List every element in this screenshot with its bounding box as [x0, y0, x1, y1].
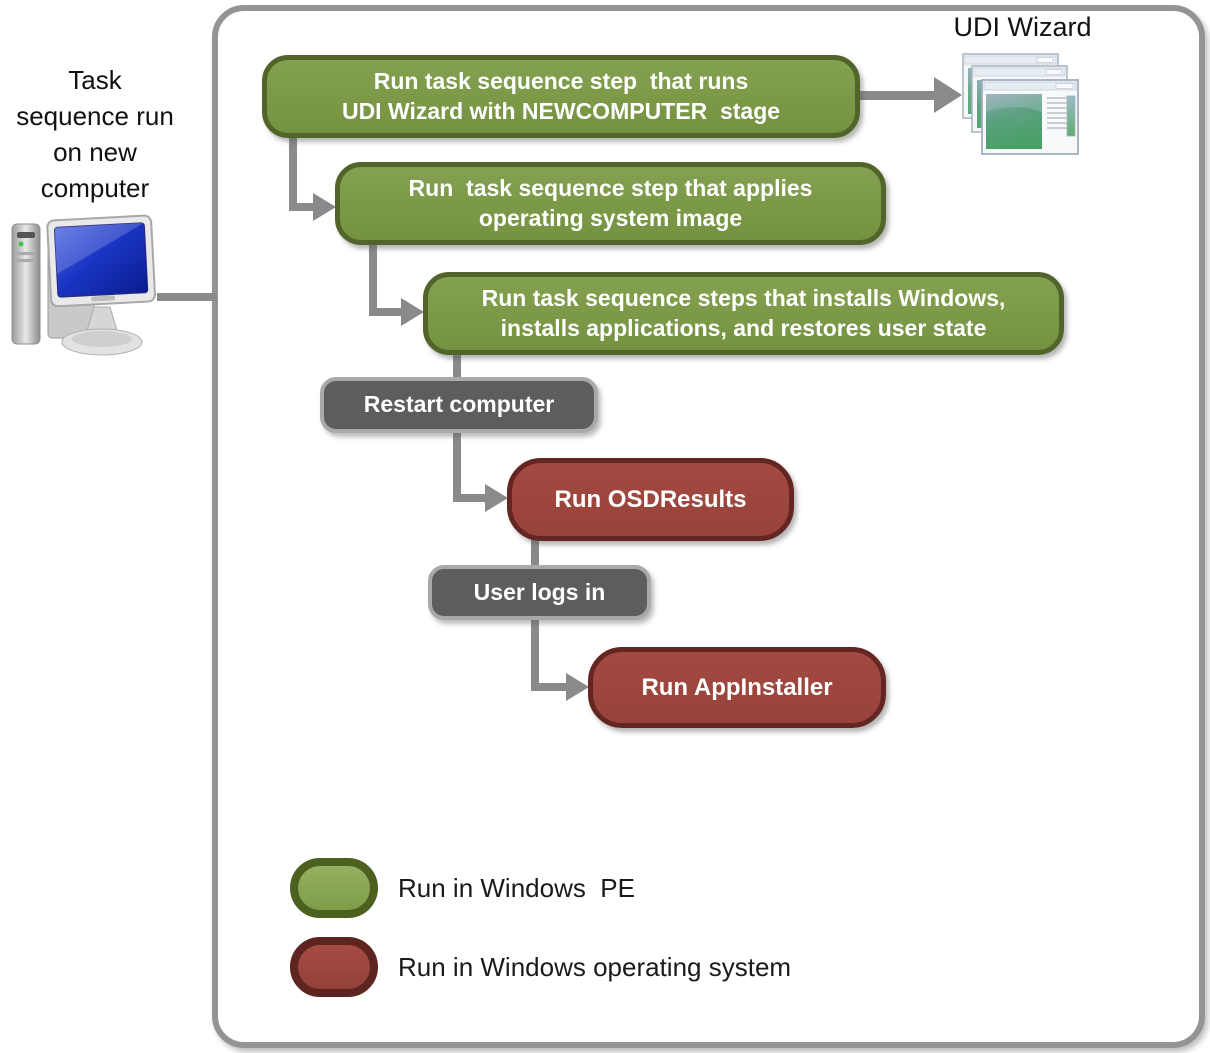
- flow-box-run-appinstaller: Run AppInstaller: [588, 647, 886, 728]
- udi-wizard-label: UDI Wizard: [953, 12, 1092, 42]
- left-caption: Task sequence run on new computer: [16, 65, 174, 203]
- connector-step2-step3: [369, 308, 405, 316]
- flow-box-run-udi-wizard: Run task sequence step that runs UDI Wiz…: [262, 55, 860, 138]
- flow-box-apply-os-image: Run task sequence step that applies oper…: [335, 162, 886, 245]
- connector-step3-osdresults: [453, 494, 489, 502]
- legend-swatch-red: [290, 937, 378, 997]
- udi-wizard-windows-icon: [955, 52, 1080, 157]
- legend-swatch-green: [290, 858, 378, 918]
- connector-osdresults-appinstaller: [531, 683, 570, 691]
- desktop-computer-icon: [6, 212, 166, 367]
- connector-step2-step3: [369, 242, 377, 316]
- flow-box-restart-computer: Restart computer: [320, 377, 598, 433]
- arrow-right-icon: [566, 673, 589, 701]
- flow-box-install-windows: Run task sequence steps that installs Wi…: [423, 272, 1064, 355]
- arrow-right-icon: [485, 484, 508, 512]
- connector-step1-step2: [289, 203, 317, 211]
- connector-step1-step2: [289, 134, 297, 211]
- connector-computer-to-frame: [157, 293, 217, 301]
- arrow-right-icon: [934, 77, 962, 113]
- connector-step1-udi-wizard: [857, 91, 939, 100]
- flow-box-user-logs-in: User logs in: [428, 565, 651, 620]
- legend-item-windows-os: Run in Windows operating system: [290, 937, 791, 997]
- flow-box-run-osdresults: Run OSDResults: [507, 458, 794, 541]
- legend-label: Run in Windows PE: [398, 872, 635, 903]
- legend-item-winpe: Run in Windows PE: [290, 858, 635, 918]
- arrow-right-icon: [401, 298, 424, 326]
- arrow-right-icon: [313, 193, 336, 221]
- legend-label: Run in Windows operating system: [398, 951, 792, 982]
